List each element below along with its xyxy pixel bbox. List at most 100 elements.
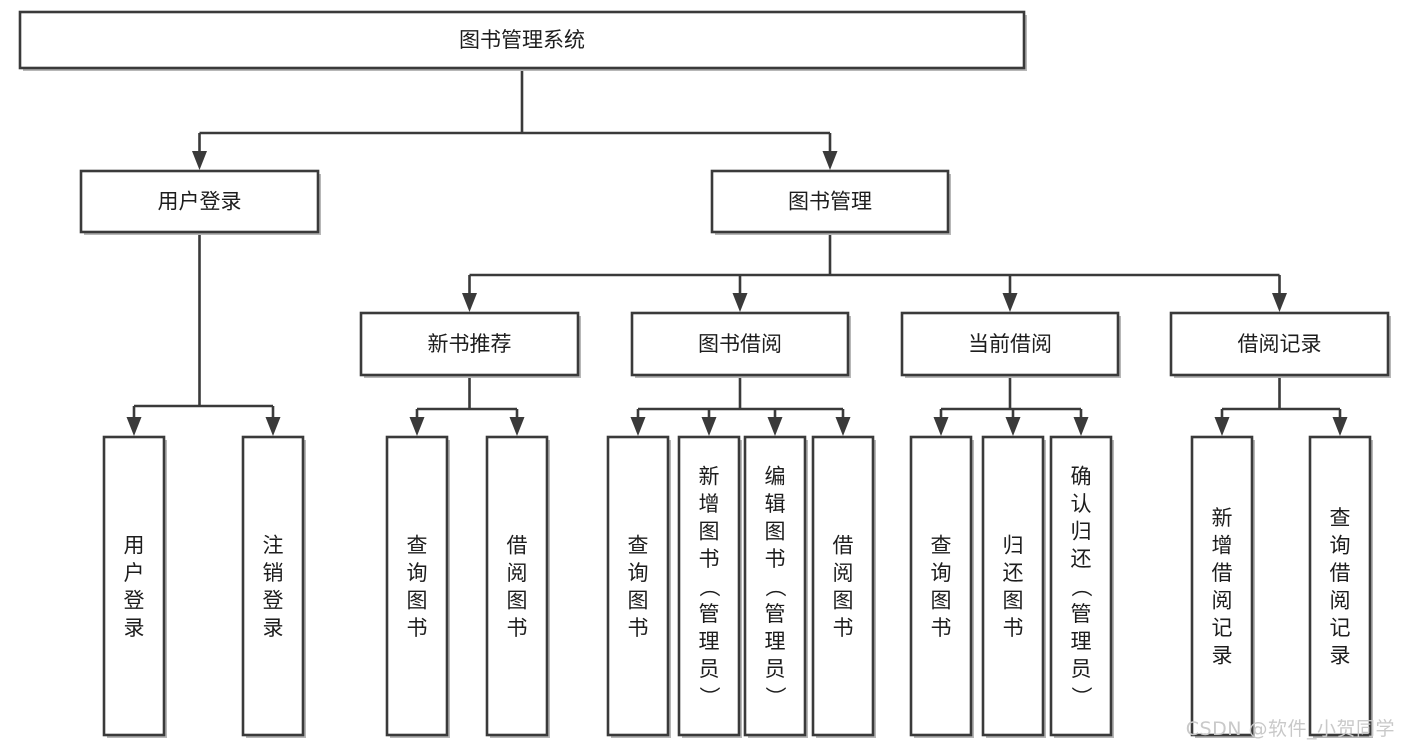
svg-text:书: 书 [699, 547, 720, 571]
svg-text:确: 确 [1071, 465, 1092, 489]
node-root[interactable]: 图书管理系统 [18, 10, 1027, 71]
node-box[interactable] [1049, 435, 1113, 737]
svg-text:查: 查 [407, 533, 428, 557]
svg-text:书: 书 [628, 616, 649, 640]
node-label: 用户登录 [124, 533, 145, 640]
svg-text:图: 图 [1003, 588, 1024, 612]
svg-text:认: 认 [1071, 492, 1092, 516]
svg-text:询: 询 [407, 561, 428, 585]
svg-text:增: 增 [1212, 533, 1233, 557]
node-box[interactable] [1169, 311, 1390, 377]
svg-text:理: 理 [1071, 630, 1092, 654]
node-label: 当前借阅 [968, 332, 1052, 356]
node-box[interactable] [18, 10, 1026, 70]
node-label: 用户登录 [158, 190, 242, 214]
svg-text:书: 书 [407, 616, 428, 640]
svg-text:查: 查 [628, 533, 649, 557]
svg-text:还: 还 [1071, 547, 1092, 571]
node-box[interactable] [359, 311, 580, 377]
connector-edges [126, 68, 1348, 436]
svg-text:编: 编 [765, 465, 786, 489]
svg-text:员: 员 [1071, 657, 1092, 681]
svg-text:户: 户 [124, 561, 145, 585]
svg-text:询: 询 [1330, 533, 1351, 557]
node-box[interactable] [811, 435, 875, 737]
node-label: 图书管理系统 [459, 28, 585, 52]
node-box[interactable] [79, 169, 320, 234]
svg-text:借: 借 [833, 533, 854, 557]
node-box[interactable] [1190, 435, 1254, 737]
svg-text:书: 书 [931, 616, 952, 640]
node-box[interactable] [241, 435, 305, 737]
svg-text:新: 新 [699, 465, 720, 489]
svg-text:销: 销 [263, 561, 284, 585]
node-box[interactable] [710, 169, 950, 234]
node-user-login[interactable]: 用户登录 [79, 169, 321, 235]
svg-text:阅: 阅 [1212, 588, 1233, 612]
svg-text:）: ） [1069, 686, 1093, 707]
node-box[interactable] [743, 435, 807, 737]
svg-text:员: 员 [699, 657, 720, 681]
node-book-borrow[interactable]: 图书借阅 [630, 311, 851, 378]
node-box[interactable] [909, 435, 973, 737]
node-box[interactable] [102, 435, 166, 737]
node-label: 图书借阅 [698, 332, 782, 356]
node-box[interactable] [981, 435, 1045, 737]
node-box[interactable] [385, 435, 449, 737]
svg-text:书: 书 [507, 616, 528, 640]
svg-text:书: 书 [765, 547, 786, 571]
svg-text:借: 借 [1330, 561, 1351, 585]
node-borrow-record[interactable]: 借阅记录 [1169, 311, 1391, 378]
node-current-borrow[interactable]: 当前借阅 [900, 311, 1121, 378]
node-leaf-user-login[interactable]: 用户登录 [102, 435, 167, 738]
svg-text:录: 录 [1212, 643, 1233, 667]
svg-text:注: 注 [263, 533, 284, 557]
svg-text:还: 还 [1003, 561, 1024, 585]
svg-text:录: 录 [1330, 643, 1351, 667]
svg-text:书: 书 [1003, 616, 1024, 640]
svg-text:登: 登 [263, 588, 284, 612]
svg-text:借: 借 [1212, 561, 1233, 585]
node-book-manage[interactable]: 图书管理 [710, 169, 951, 235]
svg-text:图: 图 [507, 588, 528, 612]
node-box[interactable] [485, 435, 549, 737]
node-box[interactable] [606, 435, 670, 737]
svg-text:（: （ [1069, 576, 1093, 597]
node-box[interactable] [677, 435, 741, 737]
node-box[interactable] [630, 311, 850, 377]
svg-text:增: 增 [699, 492, 720, 516]
svg-text:新: 新 [1212, 506, 1233, 530]
node-box[interactable] [900, 311, 1120, 377]
svg-text:管: 管 [699, 602, 720, 626]
node-label: 新书推荐 [428, 332, 512, 356]
svg-text:管: 管 [765, 602, 786, 626]
svg-text:书: 书 [833, 616, 854, 640]
svg-text:员: 员 [765, 657, 786, 681]
node-box[interactable] [1308, 435, 1372, 737]
node-new-book-recommend[interactable]: 新书推荐 [359, 311, 581, 378]
node-boxes: 图书管理系统用户登录图书管理新书推荐图书借阅当前借阅借阅记录用户登录注销登录查询… [18, 10, 1391, 738]
svg-text:录: 录 [124, 616, 145, 640]
svg-text:查: 查 [931, 533, 952, 557]
svg-text:询: 询 [931, 561, 952, 585]
